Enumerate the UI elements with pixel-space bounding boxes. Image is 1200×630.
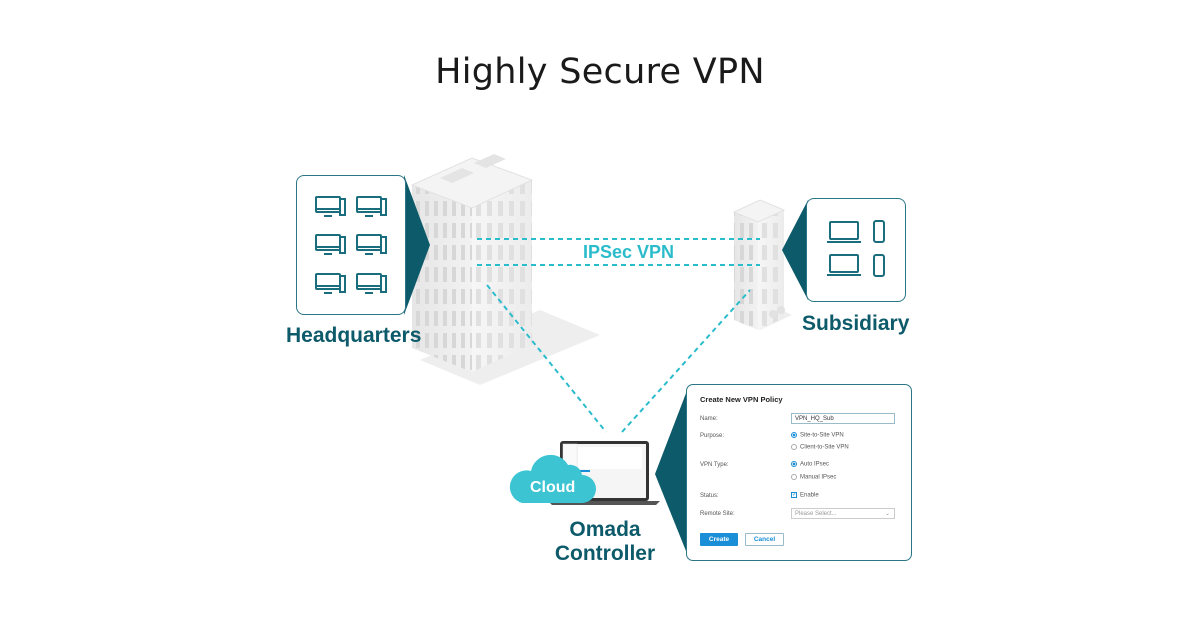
subsidiary-device-card [806,198,906,302]
radio-selected-icon[interactable] [791,461,797,467]
dialog-pointer [655,388,688,556]
desktop-icon [315,273,346,294]
tree-icon [769,310,777,318]
name-input[interactable]: VPN_HQ_Sub [791,413,895,424]
page-title: Highly Secure VPN [435,52,765,92]
subsidiary-devices [827,220,885,277]
dialog-title: Create New VPN Policy [700,395,783,404]
subsidiary-building [732,199,792,330]
remote-site-select[interactable]: Please Select... ⌄ [791,508,895,519]
ipsec-vpn-label: IPSec VPN [583,242,675,262]
radio-unselected-icon[interactable] [791,474,797,480]
radio-unselected-icon[interactable] [791,444,797,450]
purpose-label: Purpose: [700,433,725,439]
headquarters-building [410,154,600,385]
remote-site-label: Remote Site: [700,511,735,517]
radio-selected-icon[interactable] [791,432,797,438]
hq-device-card [296,175,406,315]
hq-devices [315,196,387,294]
tree-icon [777,306,785,314]
vpn-type-option-auto[interactable]: Auto IPsec [791,461,829,468]
laptop-icon [827,221,861,243]
create-vpn-policy-dialog: Create New VPN Policy Name: VPN_HQ_Sub P… [686,384,912,561]
sub-pointer [782,200,808,300]
chevron-down-icon: ⌄ [884,511,890,517]
phone-icon [873,220,885,243]
hq-roof [410,157,534,209]
name-label: Name: [700,416,718,422]
omada-controller-label: Omada Controller [550,518,660,566]
purpose-option-site-to-site[interactable]: Site-to-Site VPN [791,432,844,439]
subsidiary-label: Subsidiary [802,312,910,335]
sub-roof [732,199,786,223]
status-enable-checkbox[interactable]: ✓Enable [791,492,819,499]
cloud-label: Cloud [530,479,576,496]
desktop-icon [315,234,346,255]
phone-icon [873,254,885,277]
controller-label-line1: Omada [569,518,641,541]
sub-controller-line [621,289,751,433]
desktop-icon [356,234,387,255]
vpn-tunnel-lines [477,238,760,433]
controller-label-line2: Controller [554,542,656,565]
hq-pointer [404,175,430,315]
hq-controller-line [486,284,607,433]
laptop-icon [827,254,861,276]
status-label: Status: [700,493,719,499]
desktop-icon [315,196,346,217]
desktop-icon [356,196,387,217]
vpn-type-label: VPN Type: [700,462,729,468]
desktop-icon [356,273,387,294]
checkbox-checked-icon[interactable]: ✓ [791,492,798,498]
headquarters-label: Headquarters [286,324,422,347]
create-button[interactable]: Create [700,533,738,546]
purpose-option-client-to-site[interactable]: Client-to-Site VPN [791,444,849,451]
cloud-icon [509,454,596,503]
cancel-button[interactable]: Cancel [745,533,784,546]
vpn-type-option-manual[interactable]: Manual IPsec [791,474,836,481]
